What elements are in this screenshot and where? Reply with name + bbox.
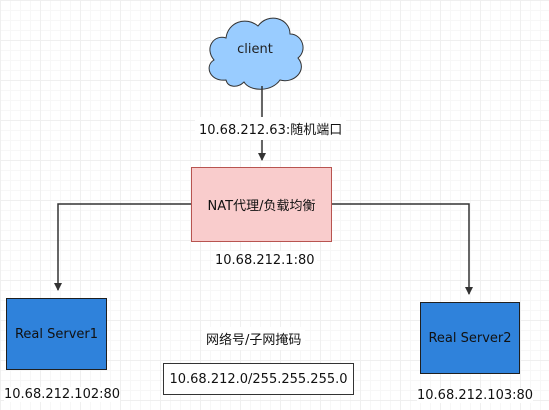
nat-to-server2-connector — [332, 203, 473, 295]
nat-to-server1-connector — [54, 203, 191, 291]
nat-address-label: 10.68.212.1:80 — [213, 251, 317, 270]
nat-proxy-label: NAT代理/负载均衡 — [207, 199, 316, 214]
real-server2-label: Real Server2 — [428, 330, 512, 346]
network-mask-title: 网络号/子网掩码 — [202, 327, 306, 350]
real-server2-node[interactable]: Real Server2 — [420, 302, 520, 374]
client-label: client — [237, 42, 273, 57]
network-mask-box[interactable]: 10.68.212.0/255.255.255.0 — [163, 363, 354, 395]
network-mask-value: 10.68.212.0/255.255.255.0 — [169, 371, 348, 387]
real-server1-label: Real Server1 — [14, 326, 99, 342]
client-address-label: 10.68.212.63:随机端口 — [195, 117, 347, 140]
real-server1-address: 10.68.212.102:80 — [4, 387, 121, 402]
client-cloud-shape[interactable] — [208, 17, 304, 90]
real-server1-node[interactable]: Real Server1 — [6, 298, 107, 370]
nat-proxy-node[interactable]: NAT代理/负载均衡 — [191, 167, 332, 242]
real-server2-address: 10.68.212.103:80 — [417, 388, 534, 403]
